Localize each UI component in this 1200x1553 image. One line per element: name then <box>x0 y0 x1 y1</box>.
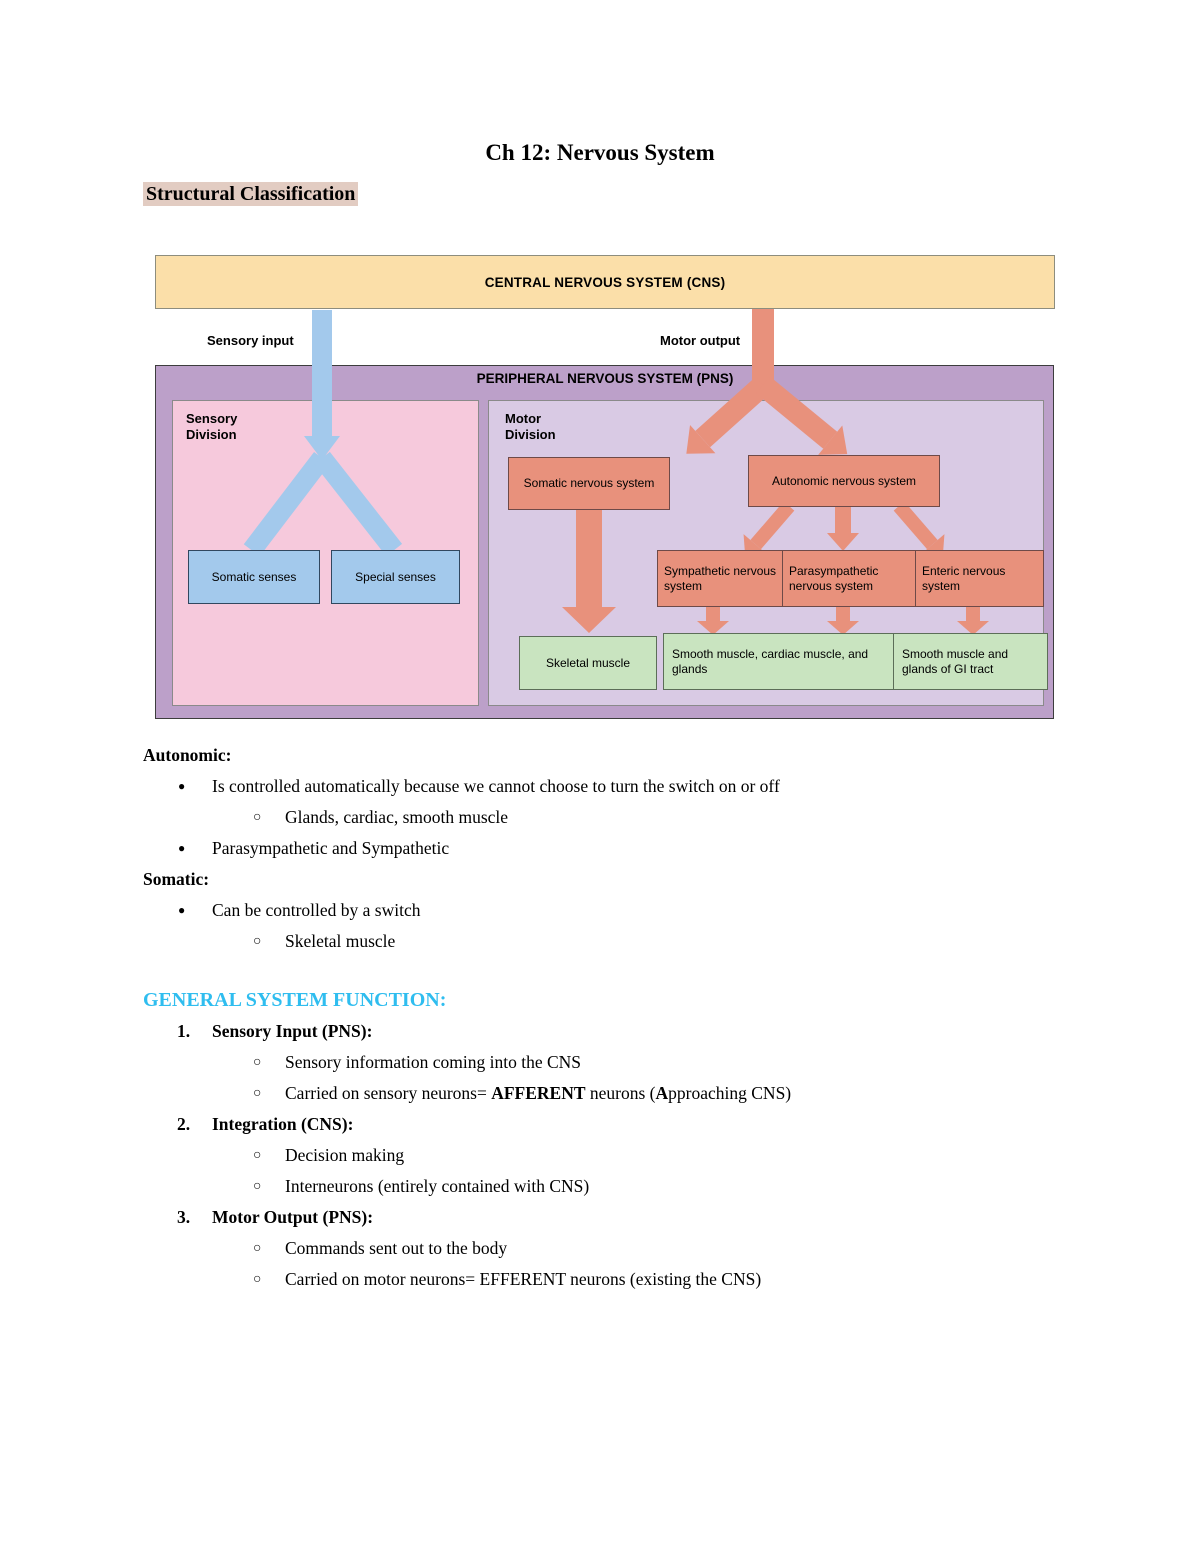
highlighted-heading: Structural Classification <box>143 182 359 206</box>
sub-bullet-item: ○ Sensory information coming into the CN… <box>143 1047 1103 1078</box>
sub-bullet-text: Carried on motor neurons= EFFERENT neuro… <box>285 1269 762 1289</box>
special-senses-box: Special senses <box>331 550 460 604</box>
motor-division-label: Motor Division <box>505 411 556 443</box>
sub-bullet-text: Skeletal muscle <box>285 931 396 951</box>
bullet-circle: ○ <box>253 1179 262 1194</box>
cns-banner: CENTRAL NERVOUS SYSTEM (CNS) <box>155 255 1055 309</box>
pns-title: PERIPHERAL NERVOUS SYSTEM (PNS) <box>476 371 734 386</box>
bullet-item: ● Is controlled automatically because we… <box>143 771 1103 802</box>
general-system-function: GENERAL SYSTEM FUNCTION: 1. Sensory Inpu… <box>143 985 1103 1295</box>
bullet-dot: ● <box>178 903 186 917</box>
smooth-cardiac-glands-box: Smooth muscle, cardiac muscle, and gland… <box>663 633 908 690</box>
parasympathetic-effector-arrow <box>827 607 859 635</box>
bullet-text: Can be controlled by a switch <box>212 900 421 920</box>
sub-bullet-item: ○ Glands, cardiac, smooth muscle <box>143 802 1103 833</box>
section-heading: Structural Classification <box>143 182 359 206</box>
sub-bullet-item: ○ Interneurons (entirely contained with … <box>143 1171 1103 1202</box>
sub-bullet-text: Sensory information coming into the CNS <box>285 1052 582 1072</box>
numbered-item: 2. Integration (CNS): <box>143 1109 1103 1140</box>
sub-bullet-text: Carried on sensory neurons= AFFERENT neu… <box>285 1083 792 1103</box>
bullet-dot: ● <box>178 841 186 855</box>
bullet-text: Parasympathetic and Sympathetic <box>212 838 450 858</box>
sensory-division-label: Sensory Division <box>186 411 238 443</box>
somatic-heading: Somatic: <box>143 869 210 889</box>
item-label: Motor Output (PNS): <box>212 1207 374 1227</box>
smooth-gi-box: Smooth muscle and glands of GI tract <box>893 633 1048 690</box>
bullet-text: Is controlled automatically because we c… <box>212 776 780 796</box>
sub-bullet-text: Interneurons (entirely contained with CN… <box>285 1176 590 1196</box>
numbered-item: 1. Sensory Input (PNS): <box>143 1016 1103 1047</box>
item-label: Sensory Input (PNS): <box>212 1021 373 1041</box>
item-number: 3. <box>177 1207 191 1227</box>
skeletal-muscle-box: Skeletal muscle <box>519 636 657 690</box>
bullet-circle: ○ <box>253 934 262 949</box>
bullet-circle: ○ <box>253 1272 262 1287</box>
motor-output-label: Motor output <box>660 333 741 348</box>
bullet-circle: ○ <box>253 1241 262 1256</box>
bullet-item: ● Parasympathetic and Sympathetic <box>143 833 1103 864</box>
sub-bullet-text: Commands sent out to the body <box>285 1238 508 1258</box>
numbered-item: 3. Motor Output (PNS): <box>143 1202 1103 1233</box>
enteric-nervous-system-box: Enteric nervous system <box>915 550 1044 607</box>
bullet-dot: ● <box>178 779 186 793</box>
motor-output-arrow-shaft <box>752 303 774 395</box>
bullet-item: ● Can be controlled by a switch <box>143 895 1103 926</box>
item-number: 2. <box>177 1114 191 1134</box>
bullet-circle: ○ <box>253 810 262 825</box>
page-title: Ch 12: Nervous System <box>485 140 715 165</box>
sub-bullet-text: Decision making <box>285 1145 405 1165</box>
sub-bullet-item: ○ Carried on sensory neurons= AFFERENT n… <box>143 1078 1103 1109</box>
somatic-senses-box: Somatic senses <box>188 550 320 604</box>
autonomic-nervous-system-box: Autonomic nervous system <box>748 455 940 507</box>
classification-notes: Autonomic: ● Is controlled automatically… <box>143 740 1103 957</box>
item-number: 1. <box>177 1021 191 1041</box>
nervous-system-diagram: CENTRAL NERVOUS SYSTEM (CNS) PERIPHERAL … <box>155 255 1055 720</box>
bullet-circle: ○ <box>253 1086 262 1101</box>
sub-bullet-text: Glands, cardiac, smooth muscle <box>285 807 509 827</box>
general-heading: GENERAL SYSTEM FUNCTION: <box>143 989 447 1011</box>
sensory-input-label: Sensory input <box>207 333 294 348</box>
item-label: Integration (CNS): <box>212 1114 354 1134</box>
sub-bullet-item: ○ Carried on motor neurons= EFFERENT neu… <box>143 1264 1103 1295</box>
autonomic-to-parasympathetic-arrow <box>827 505 859 551</box>
parasympathetic-nervous-system-box: Parasympathetic nervous system <box>782 550 922 607</box>
sympathetic-nervous-system-box: Sympathetic nervous system <box>657 550 789 607</box>
sub-bullet-item: ○ Decision making <box>143 1140 1103 1171</box>
autonomic-heading: Autonomic: <box>143 745 232 765</box>
sympathetic-effector-arrow <box>697 607 729 635</box>
bullet-circle: ○ <box>253 1055 262 1070</box>
somatic-nervous-system-box: Somatic nervous system <box>508 457 670 510</box>
bullet-circle: ○ <box>253 1148 262 1163</box>
somatic-to-skeletal-arrow <box>562 508 616 633</box>
sub-bullet-item: ○ Skeletal muscle <box>143 926 1103 957</box>
enteric-effector-arrow <box>957 607 989 635</box>
sub-bullet-item: ○ Commands sent out to the body <box>143 1233 1103 1264</box>
